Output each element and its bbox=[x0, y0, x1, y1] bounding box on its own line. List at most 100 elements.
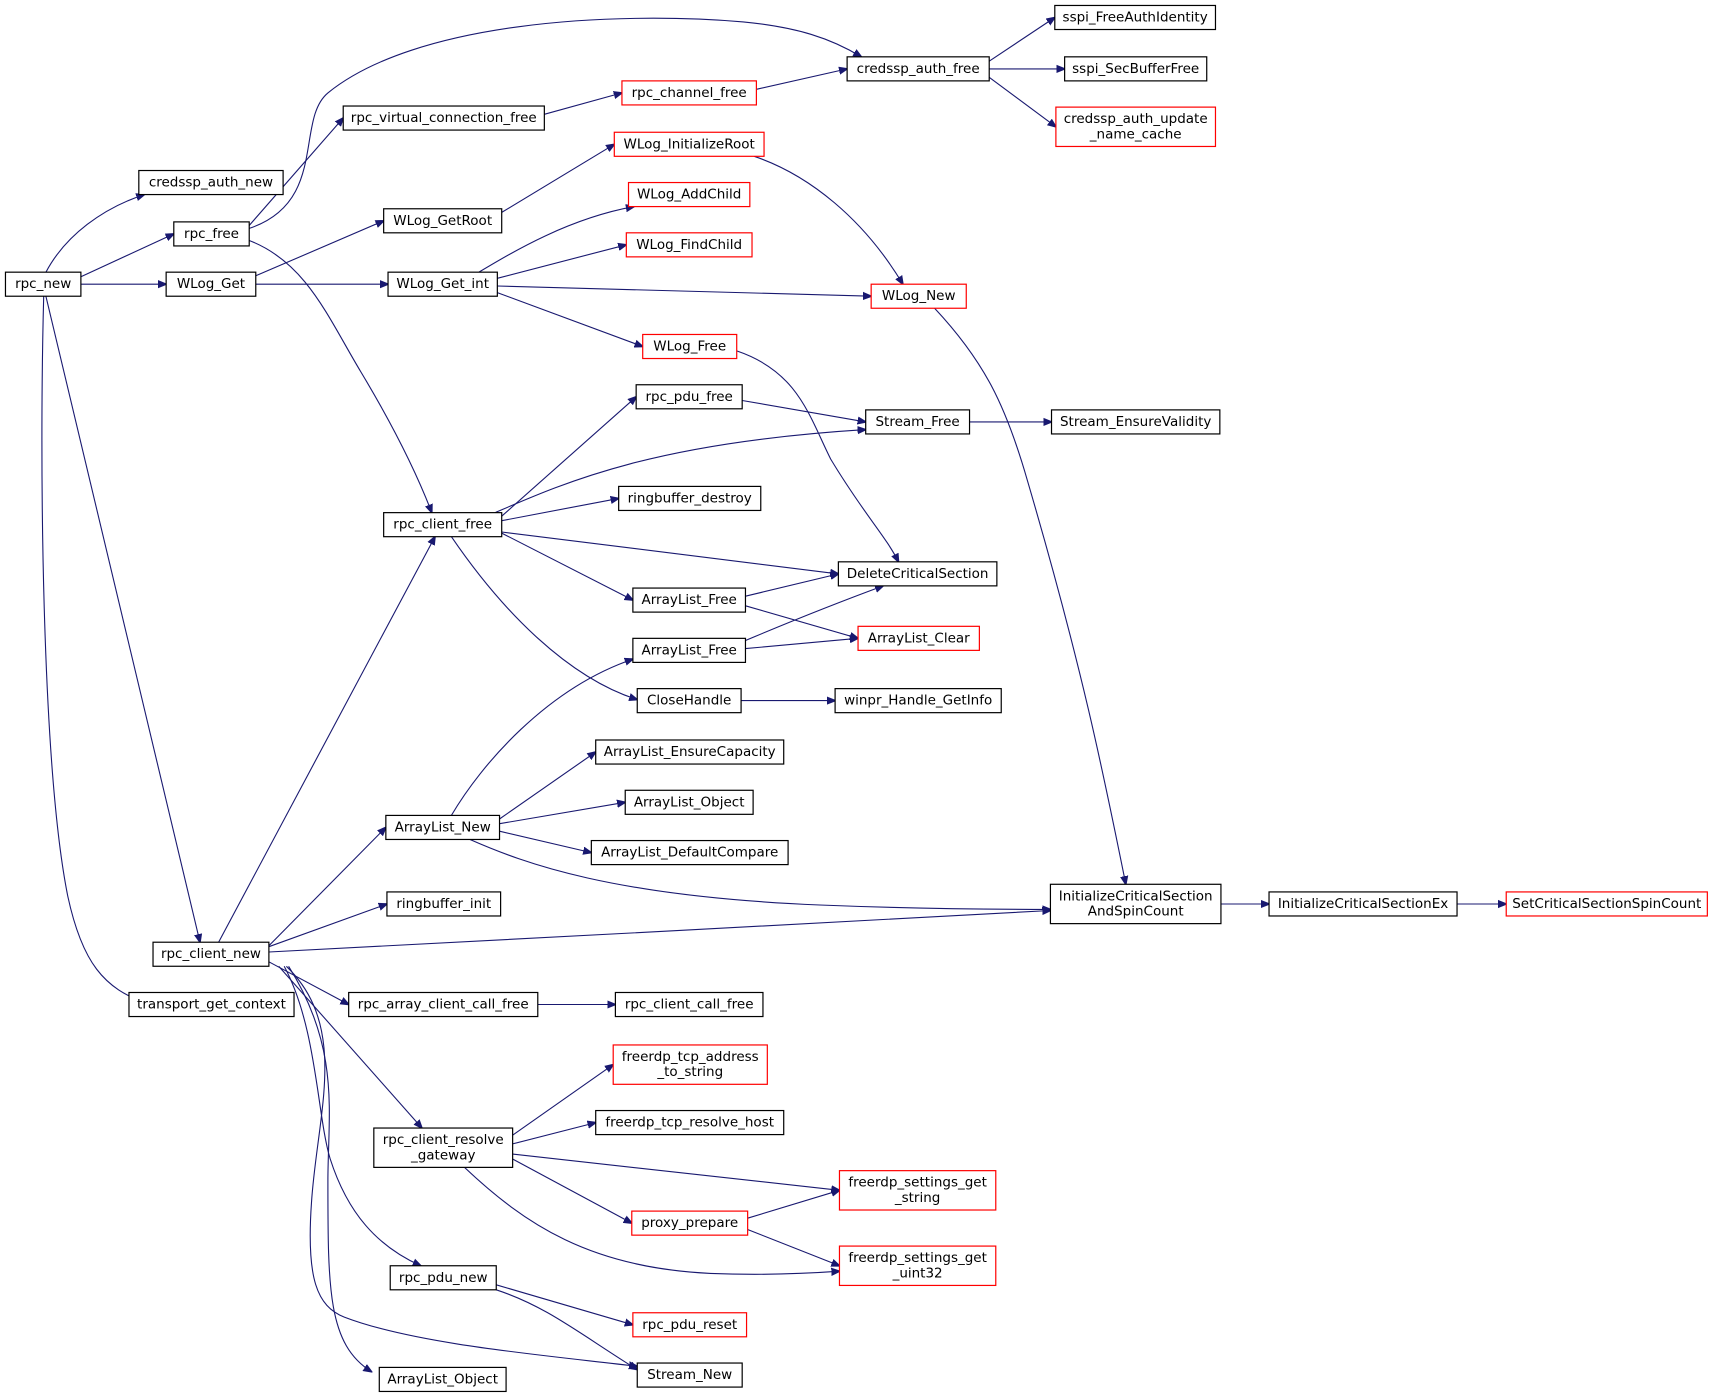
node-box bbox=[1268, 891, 1458, 917]
graph-node-winpr-handle-getinfo[interactable]: winpr_Handle_GetInfo bbox=[834, 688, 1002, 714]
graph-node-stream-new[interactable]: Stream_New bbox=[636, 1362, 743, 1388]
graph-node-rpc-new[interactable]: rpc_new bbox=[4, 271, 82, 297]
graph-node-rpc-pdu-new[interactable]: rpc_pdu_new bbox=[389, 1265, 497, 1291]
node-label: InitializeCriticalSectionEx bbox=[1278, 896, 1448, 912]
edge-arraylist-new-to-arraylist-defaultcompare bbox=[499, 830, 592, 852]
graph-node-rpc-pdu-reset[interactable]: rpc_pdu_reset bbox=[632, 1312, 748, 1338]
graph-node-rpc-client-resolve-gateway[interactable]: rpc_client_resolve_gateway bbox=[373, 1127, 514, 1168]
graph-node-arraylist-new[interactable]: ArrayList_New bbox=[385, 814, 501, 841]
graph-node-wlog-initializeroot[interactable]: WLog_InitializeRoot bbox=[613, 131, 765, 157]
graph-node-rpc-array-client-call-free[interactable]: rpc_array_client_call_free bbox=[348, 991, 539, 1018]
node-box bbox=[636, 688, 742, 714]
graph-node-arraylist-clear[interactable]: ArrayList_Clear bbox=[857, 625, 980, 651]
node-label: credssp_auth_update bbox=[1064, 111, 1208, 127]
node-box bbox=[595, 1109, 785, 1136]
graph-node-wlog-getroot[interactable]: WLog_GetRoot bbox=[383, 208, 503, 234]
node-box bbox=[389, 1265, 497, 1291]
graph-node-arraylist-object-a[interactable]: ArrayList_Object bbox=[378, 1366, 507, 1393]
node-box bbox=[383, 512, 503, 538]
graph-node-deletecriticalsection[interactable]: DeleteCriticalSection bbox=[837, 561, 998, 587]
graph-node-rpc-client-call-free[interactable]: rpc_client_call_free bbox=[614, 991, 764, 1018]
graph-node-stream-ensurevalidity[interactable]: Stream_EnsureValidity bbox=[1050, 409, 1221, 435]
node-label: WLog_Free bbox=[653, 338, 726, 354]
edge-rpc-free-to-rpc-client-free bbox=[249, 239, 432, 513]
graph-node-initializecriticalsectionex[interactable]: InitializeCriticalSectionEx bbox=[1268, 891, 1458, 917]
edge-wlog-initializeroot-to-wlog-new bbox=[754, 155, 903, 284]
edge-rpc-client-resolve-gateway-to-freerdp-settings-get-string bbox=[512, 1153, 840, 1190]
graph-node-wlog-get[interactable]: WLog_Get bbox=[165, 271, 257, 297]
graph-node-credssp-auth-new[interactable]: credssp_auth_new bbox=[138, 169, 284, 196]
edge-credssp-auth-free-to-sspi-freeauthidentity bbox=[988, 18, 1055, 62]
graph-node-rpc-virtual-connection-free[interactable]: rpc_virtual_connection_free bbox=[342, 105, 545, 131]
node-label: _name_cache bbox=[1089, 126, 1182, 142]
edge-rpc-client-free-to-arraylist-free-1 bbox=[501, 532, 633, 600]
node-label: rpc_pdu_reset bbox=[642, 1317, 737, 1333]
graph-node-ringbuffer-destroy[interactable]: ringbuffer_destroy bbox=[618, 485, 762, 512]
edge-rpc-pdu-new-to-stream-new bbox=[496, 1289, 637, 1370]
graph-node-credssp-auth-update-name-cache[interactable]: credssp_auth_update_name_cache bbox=[1055, 106, 1217, 148]
node-box bbox=[621, 80, 757, 106]
edge-wlog-free-to-deletecriticalsection bbox=[736, 350, 899, 562]
graph-node-setcriticalsectionspincount[interactable]: SetCriticalSectionSpinCount bbox=[1505, 891, 1708, 917]
node-label: WLog_Get bbox=[177, 276, 245, 292]
graph-node-sspi-freeauthidentity[interactable]: sspi_FreeAuthIdentity bbox=[1054, 4, 1217, 31]
edge-arraylist-free-2-to-arraylist-clear bbox=[745, 638, 859, 650]
graph-node-wlog-free[interactable]: WLog_Free bbox=[642, 333, 738, 360]
edge-rpc-new-to-rpc-free bbox=[80, 234, 174, 278]
node-label: rpc_virtual_connection_free bbox=[351, 110, 537, 126]
graph-node-stream-free[interactable]: Stream_Free bbox=[865, 409, 971, 435]
graph-node-sspi-secbufferfree[interactable]: sspi_SecBufferFree bbox=[1064, 56, 1208, 82]
graph-node-arraylist-free-2[interactable]: ArrayList_Free bbox=[632, 637, 747, 663]
graph-node-freerdp-tcp-address-to-string[interactable]: freerdp_tcp_address_to_string bbox=[612, 1044, 768, 1085]
node-box bbox=[128, 991, 295, 1018]
graph-node-wlog-addchild[interactable]: WLog_AddChild bbox=[627, 181, 751, 208]
graph-node-rpc-client-new[interactable]: rpc_client_new bbox=[152, 941, 270, 967]
node-box bbox=[838, 1170, 997, 1211]
graph-node-ringbuffer-init[interactable]: ringbuffer_init bbox=[386, 891, 502, 917]
node-label: proxy_prepare bbox=[641, 1215, 738, 1231]
node-box bbox=[846, 56, 990, 82]
graph-node-freerdp-tcp-resolve-host[interactable]: freerdp_tcp_resolve_host bbox=[595, 1109, 785, 1136]
node-label: CloseHandle bbox=[647, 693, 731, 709]
node-label: rpc_client_resolve bbox=[383, 1132, 504, 1148]
edge-rpc-client-new-to-rpc-client-resolve-gateway bbox=[278, 965, 422, 1128]
edge-rpc-client-free-to-ringbuffer-destroy bbox=[501, 498, 619, 522]
node-label: ringbuffer_destroy bbox=[628, 490, 752, 506]
graph-node-wlog-new[interactable]: WLog_New bbox=[870, 283, 967, 309]
edge-rpc-client-new-to-arraylist-object-a bbox=[288, 966, 372, 1372]
graph-node-transport-get-context[interactable]: transport_get_context bbox=[128, 991, 295, 1018]
edge-wlog-get-int-to-wlog-addchild bbox=[478, 207, 634, 273]
graph-node-credssp-auth-free[interactable]: credssp_auth_free bbox=[846, 56, 990, 82]
graph-node-rpc-client-free[interactable]: rpc_client_free bbox=[383, 512, 503, 538]
node-label: ArrayList_Free bbox=[641, 592, 736, 608]
node-label: ArrayList_Object bbox=[634, 794, 745, 810]
graph-node-closehandle[interactable]: CloseHandle bbox=[636, 688, 742, 714]
node-label: SetCriticalSectionSpinCount bbox=[1512, 896, 1701, 912]
graph-node-arraylist-ensurecapacity[interactable]: ArrayList_EnsureCapacity bbox=[595, 739, 785, 765]
edge-rpc-new-to-credssp-auth-new bbox=[45, 195, 144, 273]
graph-node-proxy-prepare[interactable]: proxy_prepare bbox=[631, 1210, 749, 1236]
node-label: WLog_InitializeRoot bbox=[624, 136, 755, 152]
edge-arraylist-free-1-to-arraylist-clear bbox=[745, 605, 859, 639]
edge-rpc-channel-free-to-credssp-auth-free bbox=[756, 69, 847, 90]
graph-node-rpc-free[interactable]: rpc_free bbox=[173, 221, 250, 247]
node-box bbox=[870, 283, 967, 309]
graph-node-wlog-get-int[interactable]: WLog_Get_int bbox=[387, 271, 498, 297]
node-label: _uint32 bbox=[892, 1265, 943, 1281]
graph-node-arraylist-defaultcompare[interactable]: ArrayList_DefaultCompare bbox=[590, 839, 789, 866]
node-box bbox=[627, 181, 751, 208]
graph-node-arraylist-free-1[interactable]: ArrayList_Free bbox=[632, 587, 747, 613]
node-label: ArrayList_New bbox=[395, 819, 491, 835]
edge-rpc-new-to-rpc-client-new bbox=[45, 296, 200, 942]
graph-node-rpc-pdu-free[interactable]: rpc_pdu_free bbox=[635, 384, 743, 410]
graph-node-wlog-findchild[interactable]: WLog_FindChild bbox=[625, 232, 753, 258]
graph-node-rpc-channel-free[interactable]: rpc_channel_free bbox=[621, 80, 757, 106]
graph-node-freerdp-settings-get-uint32[interactable]: freerdp_settings_get_uint32 bbox=[838, 1245, 997, 1287]
node-label: rpc_free bbox=[184, 226, 239, 242]
graph-node-arraylist-object-b[interactable]: ArrayList_Object bbox=[624, 789, 754, 815]
graph-node-freerdp-settings-get-string[interactable]: freerdp_settings_get_string bbox=[838, 1170, 997, 1211]
edge-wlog-get-int-to-wlog-new bbox=[497, 285, 871, 296]
node-label: credssp_auth_free bbox=[857, 61, 980, 77]
edge-rpc-free-to-rpc-virtual-connection-free bbox=[248, 118, 343, 226]
